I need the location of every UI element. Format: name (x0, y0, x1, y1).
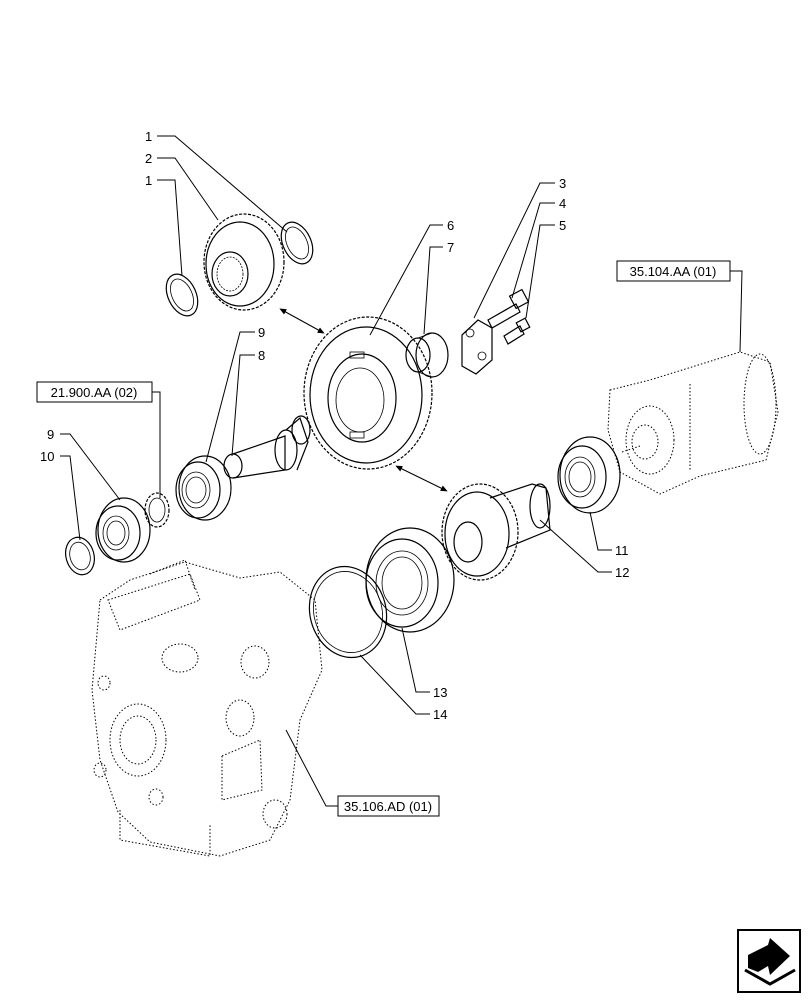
shaft (223, 415, 311, 479)
reference-35-106-ad[interactable]: 35.106.AD (01) (337, 795, 440, 817)
pump-assembly-outline (91, 559, 323, 857)
retaining-plate (461, 319, 493, 375)
callout-12: 12 (615, 565, 629, 580)
next-page-arrow-icon[interactable] (737, 929, 801, 993)
callout-14: 14 (433, 707, 447, 722)
bearing-9-left (95, 497, 151, 563)
bearing-13 (365, 527, 455, 633)
reference-35-106-ad-label: 35.106.AD (01) (344, 799, 432, 814)
snap-ring-upper (280, 221, 314, 265)
spacer (405, 332, 449, 378)
mesh-arrow-lower (395, 465, 448, 492)
callout-2: 2 (145, 151, 152, 166)
reference-35-104-aa-label: 35.104.AA (01) (630, 264, 717, 279)
callout-9-left: 9 (47, 427, 54, 442)
callout-11: 11 (615, 543, 629, 558)
hub-gear (441, 483, 551, 581)
callout-labels: 1 2 1 3 4 5 6 7 9 8 9 10 11 12 13 14 (40, 129, 629, 722)
ring-14 (308, 565, 388, 659)
callout-3: 3 (559, 176, 566, 191)
callout-7: 7 (447, 240, 454, 255)
leader-lines (60, 135, 743, 807)
ring-10 (65, 536, 95, 576)
bolts (487, 288, 531, 345)
bearing-11 (557, 436, 621, 514)
callout-13: 13 (433, 685, 447, 700)
callout-1-lower: 1 (145, 173, 152, 188)
mesh-arrow-upper (279, 308, 325, 334)
callout-4: 4 (559, 196, 566, 211)
snap-ring-lower (165, 273, 199, 317)
callout-9-right: 9 (258, 325, 265, 340)
hydraulic-motor-outline (607, 351, 779, 495)
small-gear (203, 213, 285, 311)
reference-35-104-aa[interactable]: 35.104.AA (01) (616, 260, 731, 282)
bearing-9-right (175, 455, 232, 521)
callout-5: 5 (559, 218, 566, 233)
callout-6: 6 (447, 218, 454, 233)
reference-21-900-aa-label: 21.900.AA (02) (51, 385, 138, 400)
callout-8: 8 (258, 348, 265, 363)
reference-21-900-aa[interactable]: 21.900.AA (02) (36, 381, 153, 403)
circlip (144, 492, 170, 528)
large-gear (303, 316, 433, 470)
callout-1-upper: 1 (145, 129, 152, 144)
callout-10: 10 (40, 449, 54, 464)
